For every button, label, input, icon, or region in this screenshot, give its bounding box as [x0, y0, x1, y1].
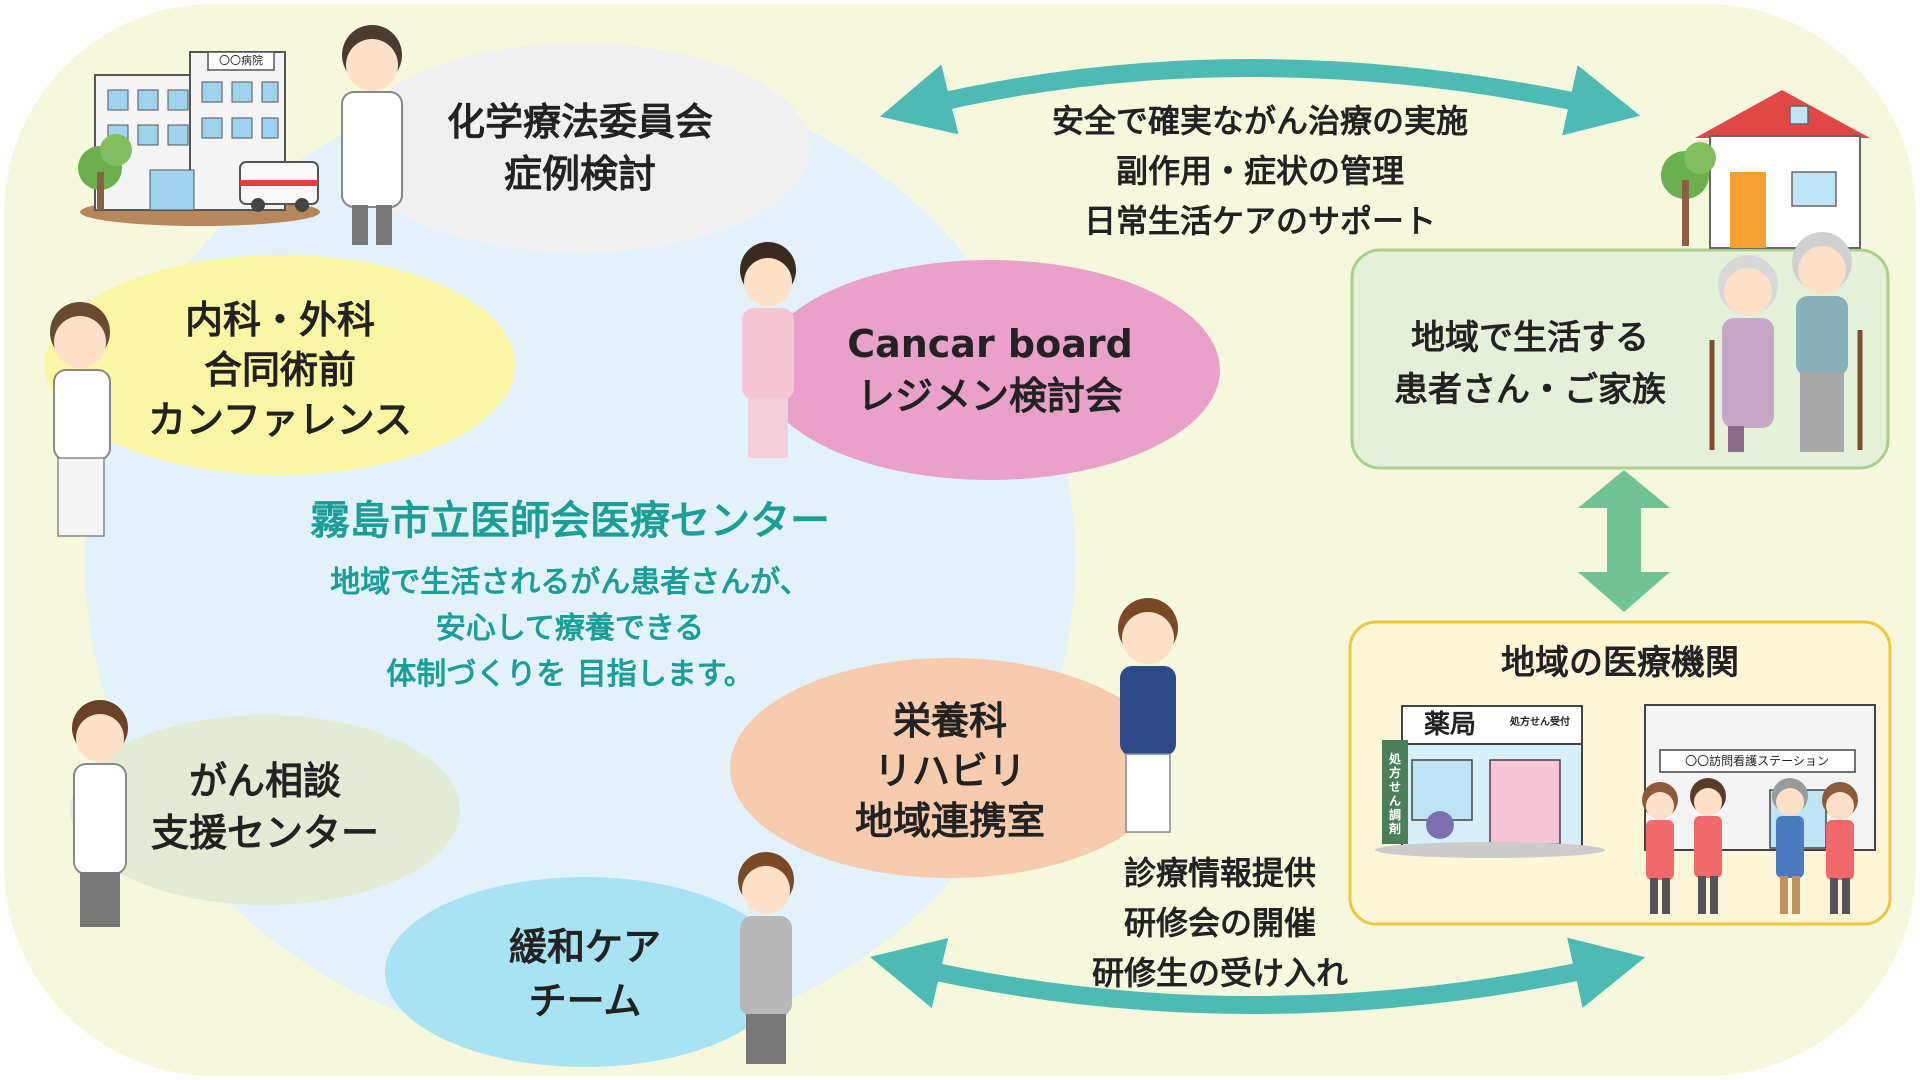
elderly-couple-illustration: [1709, 232, 1863, 452]
hospital-sign: 〇〇病院: [219, 54, 263, 67]
bubble-conference: [45, 255, 515, 475]
center-mission: 地域で生活されるがん患者さんが、 安心して療養できる 体制づくりを 目指します。: [330, 565, 810, 692]
bubble-palliative: [385, 877, 785, 1067]
nurse-pink-illustration: [740, 242, 796, 458]
counselor-illustration: [72, 700, 128, 927]
male-nurse-illustration: [50, 302, 111, 537]
bubble-consult-text: がん相談 支援センター: [150, 759, 379, 855]
therapist-illustration: [1118, 598, 1178, 833]
bubble-cancer-board-text: Cancar board レジメン検討会: [847, 322, 1133, 418]
patients-box-text: 地域で生活する 患者さん・ご家族: [1394, 318, 1666, 410]
arrow-top: [880, 59, 1641, 136]
house-illustration: [1661, 90, 1870, 249]
nurses-group-illustration: [1642, 778, 1858, 914]
bubble-nutrition: [730, 658, 1170, 878]
staff-vest-illustration: [738, 852, 794, 1064]
center-title: 霧島市立医師会医療センター: [310, 498, 830, 544]
pharmacy-vertical-sign: 処方せん調剤: [1388, 752, 1401, 836]
bubble-consult: [70, 715, 460, 905]
pharmacy-small-sign: 処方せん受付: [1510, 717, 1570, 728]
bubble-palliative-text: 緩和ケア チーム: [508, 925, 661, 1023]
arrow-vertical: [1578, 470, 1670, 612]
bubble-conference-text: 内科・外科 合同術前 カンファレンス: [147, 298, 413, 442]
bubble-nutrition-text: 栄養科 リハビリ 地域連携室: [854, 699, 1045, 843]
bubble-chemo-text: 化学療法委員会 症例検討: [446, 100, 713, 196]
hospital-illustration: [78, 51, 320, 226]
local-box-title: 地域の医療機関: [1501, 643, 1739, 683]
bubble-cancer-board: [760, 260, 1220, 480]
doctor-illustration: [341, 25, 403, 245]
home-services-text: 安全で確実ながん治療の実施 副作用・症状の管理 日常生活ケアのサポート: [1051, 102, 1468, 240]
pharmacy-illustration: [1375, 705, 1605, 858]
clinic-services-text: 診療情報提供 研修会の開催 研修生の受け入れ: [1091, 854, 1348, 992]
arrow-bottom: [869, 937, 1646, 1014]
bubble-chemo: [350, 43, 810, 253]
pharmacy-sign: 薬局: [1423, 710, 1476, 740]
nursing-station-sign: 〇〇訪問看護ステーション: [1685, 754, 1829, 768]
